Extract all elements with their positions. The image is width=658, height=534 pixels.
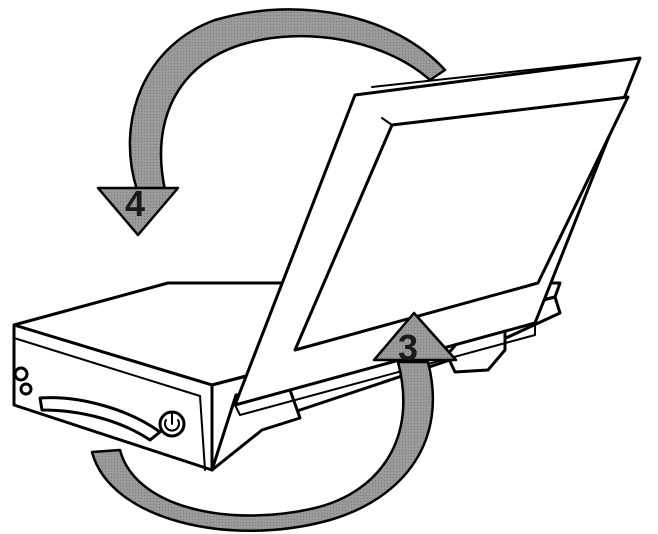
screen-panel (293, 95, 630, 352)
rotation-arrow-step-4: 4 (96, 8, 447, 237)
port-icon (19, 382, 33, 396)
step-3-label: 3 (398, 327, 418, 368)
step-4-label: 4 (125, 183, 145, 224)
port-icon (13, 366, 29, 382)
laptop-lid (233, 56, 642, 416)
power-icon (158, 410, 186, 438)
rotation-arrow-step-3: 3 (90, 311, 458, 532)
